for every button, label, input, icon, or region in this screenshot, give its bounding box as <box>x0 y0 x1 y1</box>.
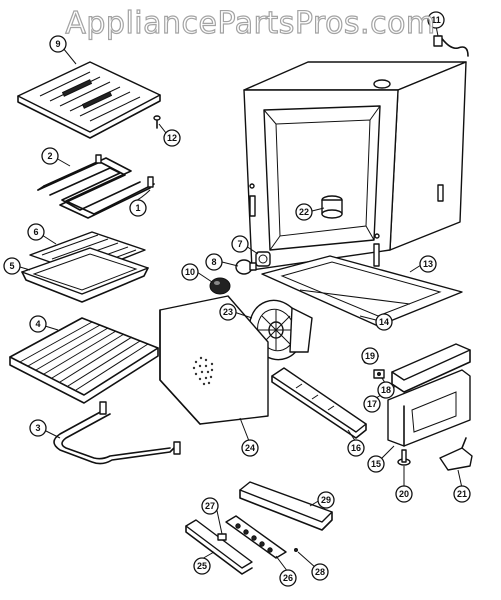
part-fan-shaft <box>321 195 343 219</box>
callout-1: 1 <box>129 199 147 217</box>
part-trim-screw <box>294 548 298 552</box>
svg-text:10: 10 <box>185 267 195 277</box>
svg-text:11: 11 <box>431 15 441 25</box>
svg-text:14: 14 <box>379 317 389 327</box>
part-bake-element <box>53 401 181 465</box>
part-button-set <box>225 515 287 559</box>
callout-15: 15 <box>367 455 385 473</box>
svg-text:8: 8 <box>211 257 216 267</box>
callout-25: 25 <box>193 557 211 575</box>
callout-6: 6 <box>27 223 45 241</box>
callout-8: 8 <box>205 253 223 271</box>
callout-26: 26 <box>279 569 297 587</box>
callout-23: 23 <box>219 303 237 321</box>
callout-16: 16 <box>347 439 365 457</box>
part-broiler-pan <box>21 247 149 303</box>
callout-27: 27 <box>201 497 219 515</box>
part-leveling-leg <box>397 449 411 466</box>
part-vent-bracket <box>271 367 367 439</box>
callout-17: 17 <box>363 395 381 413</box>
callout-3: 3 <box>29 419 47 437</box>
part-light-lens <box>209 277 231 295</box>
callout-24: 24 <box>241 439 259 457</box>
svg-text:27: 27 <box>205 501 215 511</box>
svg-text:24: 24 <box>245 443 255 453</box>
part-anti-tip-bracket <box>439 437 473 471</box>
svg-text:5: 5 <box>9 261 14 271</box>
svg-text:19: 19 <box>365 351 375 361</box>
svg-text:1: 1 <box>135 203 140 213</box>
svg-text:15: 15 <box>371 459 381 469</box>
callout-22: 22 <box>295 203 313 221</box>
part-oven-cavity <box>243 61 467 271</box>
callout-13: 13 <box>419 255 437 273</box>
watermark-logo: AppliancePartsPros.com <box>65 5 436 41</box>
svg-text:18: 18 <box>381 385 391 395</box>
svg-text:13: 13 <box>423 259 433 269</box>
callout-12: 12 <box>163 129 181 147</box>
part-screw <box>153 115 161 129</box>
svg-text:29: 29 <box>321 495 331 505</box>
svg-text:25: 25 <box>197 561 207 571</box>
callout-14: 14 <box>375 313 393 331</box>
part-drawer-frame <box>387 369 471 447</box>
callout-29: 29 <box>317 491 335 509</box>
part-drawer-rail <box>239 481 333 531</box>
callout-4: 4 <box>29 315 47 333</box>
svg-text:4: 4 <box>35 319 40 329</box>
part-light-bulb <box>235 259 257 275</box>
callout-5: 5 <box>3 257 21 275</box>
part-trim-clip <box>217 533 227 541</box>
svg-text:9: 9 <box>55 39 60 49</box>
callout-20: 20 <box>395 485 413 503</box>
svg-text:23: 23 <box>223 307 233 317</box>
callout-21: 21 <box>453 485 471 503</box>
callout-7: 7 <box>231 235 249 253</box>
callout-18: 18 <box>377 381 395 399</box>
part-light-socket <box>255 251 271 267</box>
part-fan-cover <box>159 295 269 425</box>
part-deflector-tray <box>17 61 161 139</box>
callout-2: 2 <box>41 147 59 165</box>
svg-text:17: 17 <box>367 399 377 409</box>
svg-text:20: 20 <box>399 489 409 499</box>
svg-text:16: 16 <box>351 443 361 453</box>
part-oven-bottom <box>261 255 463 327</box>
part-drawer-trim <box>185 519 253 575</box>
callout-9: 9 <box>49 35 67 53</box>
svg-text:28: 28 <box>315 567 325 577</box>
svg-text:2: 2 <box>47 151 52 161</box>
svg-text:12: 12 <box>167 133 177 143</box>
svg-text:7: 7 <box>237 239 242 249</box>
part-clip <box>373 369 385 379</box>
svg-text:21: 21 <box>457 489 467 499</box>
callout-11: 11 <box>427 11 445 29</box>
part-support-bracket <box>391 343 471 393</box>
part-oven-rack <box>9 317 159 404</box>
svg-text:3: 3 <box>35 423 40 433</box>
svg-text:22: 22 <box>299 207 309 217</box>
callout-19: 19 <box>361 347 379 365</box>
svg-text:6: 6 <box>33 227 38 237</box>
callout-28: 28 <box>311 563 329 581</box>
callout-10: 10 <box>181 263 199 281</box>
svg-text:26: 26 <box>283 573 293 583</box>
